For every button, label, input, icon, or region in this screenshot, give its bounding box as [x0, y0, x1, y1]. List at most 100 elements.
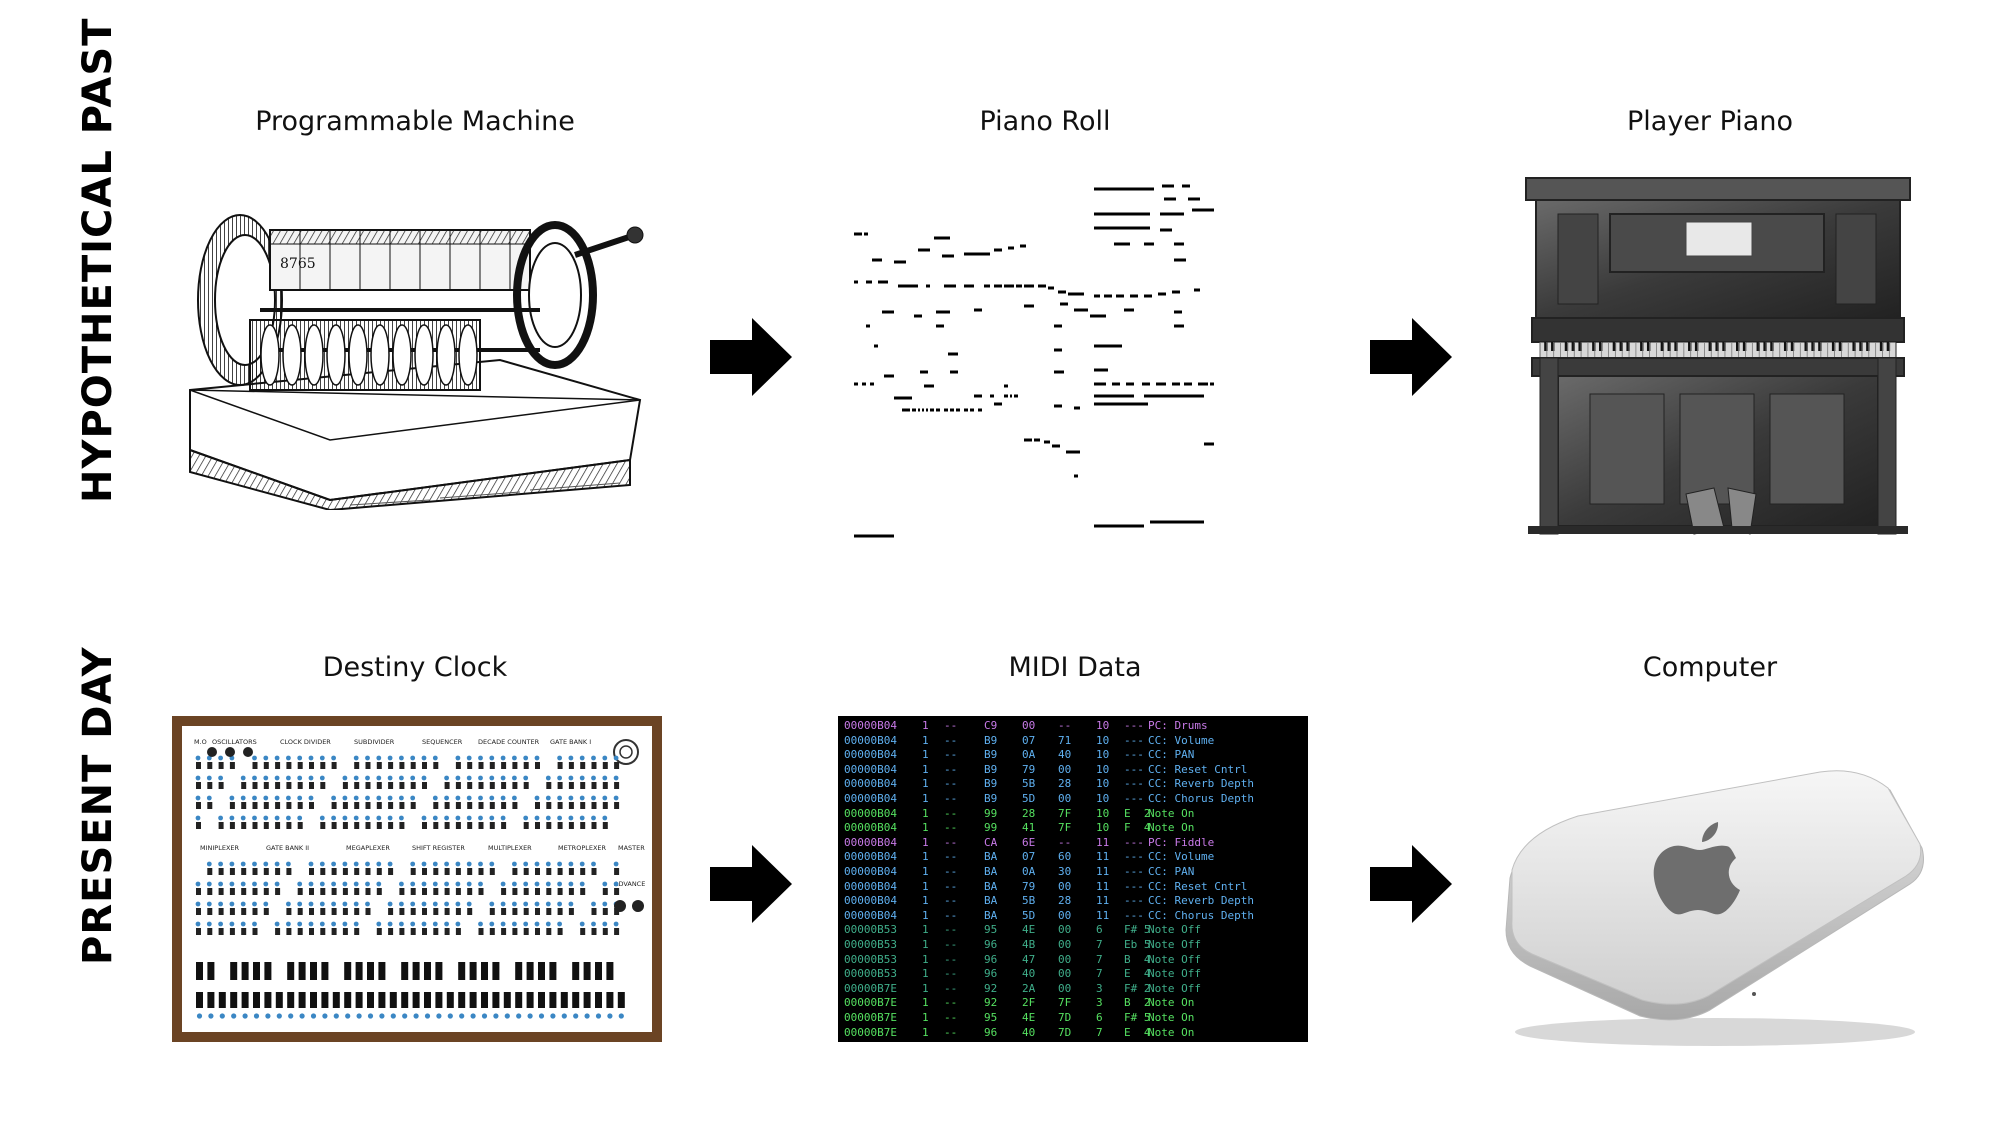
clock-jack: [353, 881, 359, 887]
clock-jack: [545, 861, 551, 867]
clock-jack: [263, 775, 269, 781]
clock-jack: [387, 795, 393, 801]
clock-switch: [196, 782, 201, 789]
clock-switch: [263, 888, 269, 895]
clock-switch: [275, 782, 281, 789]
midi-cell-b2: 00: [1058, 923, 1072, 937]
piano-black-key: [1886, 342, 1891, 351]
clock-jack: [455, 755, 461, 761]
midi-cell-b1: 4B: [1022, 938, 1036, 951]
midi-cell-ch: 1: [922, 923, 929, 937]
clock-slider: [298, 962, 306, 980]
clock-jack: [299, 1013, 305, 1019]
clock-switch: [467, 762, 473, 769]
clock-jack: [342, 815, 348, 821]
clock-jack: [263, 755, 269, 761]
clock-switch: [433, 868, 439, 875]
clock-jack: [399, 901, 404, 907]
clock-jack: [399, 795, 404, 801]
clock-switch: [252, 888, 258, 895]
midi-cell-b2: 28: [1058, 894, 1072, 908]
midi-cell-d: --: [944, 777, 958, 791]
midi-cell-b1: 5B: [1022, 777, 1036, 791]
clock-switch: [229, 822, 235, 829]
midi-cell-s: B9: [984, 792, 998, 805]
clock-switch: [365, 762, 371, 769]
clock-advance-label: ADVANCE: [614, 880, 645, 888]
clock-switch: [591, 868, 597, 875]
midi-cell-ch: 1: [922, 777, 929, 791]
clock-slider: [310, 992, 317, 1008]
midi-cell-x: E 2: [1124, 806, 1151, 820]
midi-cell-x: ---: [1124, 719, 1144, 732]
piano-black-key: [1667, 342, 1671, 351]
clock-switch: [196, 888, 201, 895]
midi-cell-n: 11: [1096, 835, 1110, 849]
clock-switch: [591, 782, 597, 789]
midi-cell-ch: 1: [922, 908, 929, 922]
clock-switch: [433, 908, 439, 915]
clock-jack: [308, 795, 314, 801]
clock-switch: [455, 782, 461, 789]
clock-jack: [331, 861, 336, 867]
clock-jack: [240, 795, 246, 801]
clock-switch: [342, 822, 348, 829]
clock-switch: [568, 802, 574, 809]
clock-switch: [422, 928, 427, 935]
clock-slider: [469, 962, 477, 980]
midi-cell-s: 95: [984, 1011, 998, 1024]
clock-switch: [354, 868, 360, 875]
clock-switch: [602, 908, 608, 915]
clock-switch: [331, 822, 337, 829]
midi-cell-s: 96: [984, 967, 998, 981]
clock-slider: [458, 992, 466, 1008]
clock-switch: [388, 868, 394, 875]
clock-jack: [538, 1013, 545, 1019]
clock-jack: [229, 861, 235, 867]
clock-switch: [320, 868, 326, 875]
piano-black-key: [1831, 342, 1836, 351]
clock-jack: [421, 881, 427, 887]
clock-switch: [523, 782, 529, 789]
clock-switch: [478, 928, 484, 935]
clock-jack: [319, 815, 325, 821]
clock-slider: [583, 962, 591, 980]
clock-switch: [422, 888, 427, 895]
clock-jack: [421, 815, 427, 821]
piano-black-key: [1838, 342, 1843, 351]
clock-jack: [613, 881, 619, 887]
midi-cell-s: 96: [984, 938, 998, 951]
midi-cell-ev: CC: PAN: [1148, 865, 1195, 878]
clock-jack: [432, 815, 438, 821]
clock-jack: [263, 861, 269, 867]
clock-switch: [512, 888, 518, 895]
clock-jack: [263, 815, 269, 821]
clock-switch: [523, 888, 529, 895]
clock-jack: [252, 755, 257, 761]
clock-switch: [557, 762, 563, 769]
clock-jack: [436, 1013, 442, 1019]
clock-jack: [478, 775, 483, 781]
clock-slider: [549, 992, 557, 1008]
clock-jack: [195, 881, 201, 887]
piano-black-key: [1544, 342, 1548, 351]
clock-jack: [557, 755, 562, 761]
clock-slider: [367, 962, 374, 980]
clock-switch: [241, 888, 247, 895]
midi-cell-b1: 5D: [1022, 792, 1036, 805]
clock-jack: [602, 881, 608, 887]
clock-switch: [614, 782, 620, 789]
clock-jack: [297, 815, 303, 821]
clock-jack: [568, 901, 574, 907]
clock-jack: [319, 755, 325, 761]
clock-slider: [572, 992, 580, 1008]
midi-cell-addr: 00000B04: [844, 806, 897, 820]
clock-switch: [207, 928, 213, 935]
clock-switch: [591, 908, 597, 915]
midi-cell-d: --: [944, 748, 958, 762]
clock-slider: [458, 962, 466, 980]
clock-switch: [455, 802, 461, 809]
clock-switch: [455, 908, 461, 915]
clock-switch: [263, 822, 269, 829]
clock-switch: [535, 762, 540, 769]
